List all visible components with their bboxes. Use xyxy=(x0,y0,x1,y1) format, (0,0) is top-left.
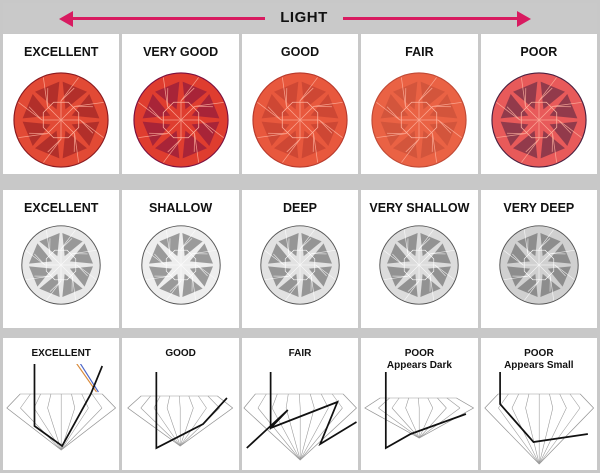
white-cell-excellent: EXCELLENT xyxy=(3,190,120,328)
diagram-title: EXCELLENT xyxy=(31,348,91,359)
diagram-title: POOR xyxy=(524,348,554,359)
white-diamond-icon xyxy=(379,225,460,305)
grade-label: VERY GOOD xyxy=(143,45,219,59)
white-cell-shallow: SHALLOW xyxy=(122,190,239,328)
light-path-row: EXCELLENT GOOD FAIR xyxy=(3,338,598,470)
diagram-label: GOOD xyxy=(122,348,238,360)
light-label: LIGHT xyxy=(280,9,328,26)
arrow-left-line xyxy=(65,17,265,20)
red-diamond-icon xyxy=(13,72,109,168)
grade-label: FAIR xyxy=(405,45,434,59)
diagram-title: GOOD xyxy=(165,348,196,359)
red-cell-excellent: EXCELLENT xyxy=(3,34,120,174)
diagram-subtitle: Appears Dark xyxy=(386,360,452,371)
depth-label: VERY SHALLOW xyxy=(369,201,470,215)
depth-label: SHALLOW xyxy=(149,201,213,215)
white-cell-very-deep: VERY DEEP xyxy=(480,190,598,328)
diagram-title: FAIR xyxy=(288,348,312,359)
depth-row-white: EXCELLENT SHALLOW DEEP VERY SHALLOW VERY… xyxy=(3,190,598,328)
red-cell-very-good: VERY GOOD xyxy=(122,34,239,174)
depth-label: DEEP xyxy=(282,201,318,215)
diagram-subtitle: Appears Small xyxy=(504,360,574,371)
red-diamond-icon xyxy=(491,72,587,168)
light-path-diagram-icon xyxy=(3,364,119,468)
red-diamond-icon xyxy=(252,72,348,168)
red-diamond-icon xyxy=(132,72,229,168)
diagram-label: POOR Appears Dark xyxy=(361,348,477,372)
white-diamond-icon xyxy=(21,225,101,305)
red-diamond-icon xyxy=(371,72,468,168)
diagram-cell-poor-dark: POOR Appears Dark xyxy=(361,338,478,470)
light-path-diagram-icon xyxy=(242,364,358,468)
depth-label: EXCELLENT xyxy=(24,201,99,215)
white-diamond-icon xyxy=(140,225,221,305)
diagram-cell-fair: FAIR xyxy=(241,338,359,470)
white-cell-deep: DEEP xyxy=(241,190,359,328)
red-cell-fair: FAIR xyxy=(361,34,478,174)
light-path-diagram-icon xyxy=(481,364,597,468)
grade-label: POOR xyxy=(520,45,558,59)
diagram-cell-good: GOOD xyxy=(122,338,239,470)
diagram-title: POOR xyxy=(404,348,435,359)
red-cell-good: GOOD xyxy=(241,34,359,174)
depth-label: VERY DEEP xyxy=(503,201,575,215)
cut-grade-row-red: EXCELLENT VERY GOOD GOOD FAIR POOR xyxy=(3,34,598,174)
diagram-label: FAIR xyxy=(242,348,358,360)
diagram-label: EXCELLENT xyxy=(3,348,119,360)
light-header: LIGHT xyxy=(3,3,597,33)
grade-label: EXCELLENT xyxy=(24,45,99,59)
light-path-diagram-icon xyxy=(122,364,238,468)
arrow-right-line xyxy=(343,17,523,20)
diagram-label: POOR Appears Small xyxy=(481,348,597,372)
diagram-cell-excellent: EXCELLENT xyxy=(3,338,120,470)
white-diamond-icon xyxy=(499,225,579,305)
white-diamond-icon xyxy=(260,225,340,305)
light-path-diagram-icon xyxy=(361,364,477,468)
arrow-right-icon xyxy=(517,11,531,27)
red-cell-poor: POOR xyxy=(480,34,598,174)
white-cell-very-shallow: VERY SHALLOW xyxy=(361,190,478,328)
diagram-cell-poor-small: POOR Appears Small xyxy=(480,338,598,470)
grade-label: GOOD xyxy=(280,45,320,59)
